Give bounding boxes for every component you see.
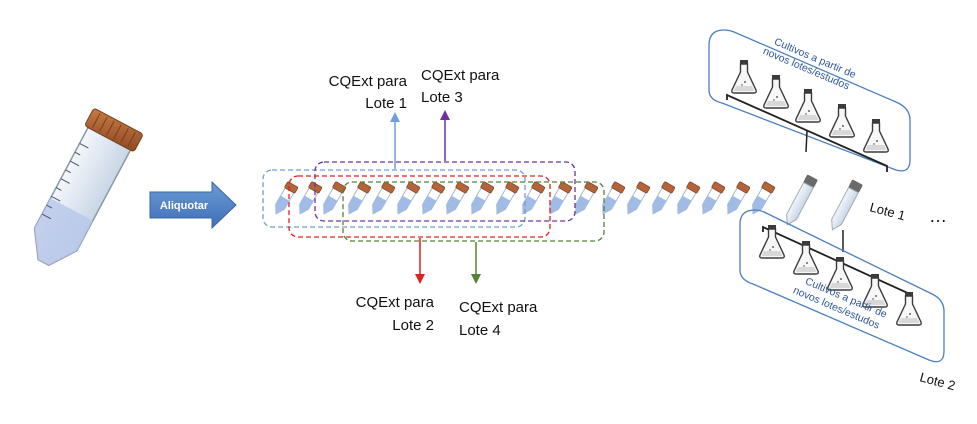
microtube	[367, 180, 396, 218]
ellipsis: …	[929, 206, 947, 226]
cqext-lote-4-line1: CQExt para	[459, 299, 538, 316]
microtube	[294, 180, 323, 218]
cqext-lote-3-line2: Lote 3	[421, 89, 463, 106]
sample-tube-icon	[826, 178, 864, 234]
culture-panel-lote-1: Cultivos a partir de novos lotes/estudos	[708, 29, 911, 172]
microtube	[466, 180, 495, 218]
flask-icon	[829, 103, 855, 138]
selection-box-lote-1	[262, 169, 526, 228]
microtube	[544, 180, 573, 218]
microtube	[647, 180, 676, 218]
cqext-lote-2-line2: Lote 2	[392, 317, 434, 334]
arrow-lote-4	[471, 242, 481, 284]
lote-1-label: Lote 1	[868, 199, 907, 223]
cqext-lote-3-line1: CQExt para	[421, 67, 500, 84]
cqext-lote-1-line1: CQExt para	[329, 73, 408, 90]
flask-icon	[795, 88, 821, 123]
selection-box-lote-2	[288, 175, 551, 238]
arrow-lote-2	[415, 238, 425, 284]
microtube	[417, 180, 446, 218]
cqext-lote-4-line2: Lote 4	[459, 322, 501, 339]
cqext-lote-2-line1: CQExt para	[356, 294, 435, 311]
flask-icon	[863, 118, 889, 153]
arrow-lote-3	[440, 110, 450, 161]
selection-box-lote-4	[342, 181, 605, 242]
microtube	[517, 180, 546, 218]
lote-2-label: Lote 2	[918, 369, 957, 393]
microtube	[392, 180, 421, 218]
microtube	[672, 180, 701, 218]
microtube	[622, 180, 651, 218]
flask-icon	[731, 59, 757, 94]
microtube	[441, 180, 470, 218]
sample-tube-icon	[781, 173, 819, 229]
cqext-lote-1-line2: Lote 1	[365, 95, 407, 112]
microtube	[597, 180, 626, 218]
selection-box-lote-3	[314, 161, 576, 222]
flask-icon	[763, 74, 789, 109]
aliquot-arrow: Aliquotar	[149, 180, 237, 230]
aliquot-arrow-label: Aliquotar	[160, 200, 209, 212]
arrow-lote-1	[390, 112, 400, 169]
microtube	[343, 180, 372, 218]
microtube-row	[270, 180, 776, 218]
microtube	[318, 180, 347, 218]
culture-panel-lote-2: Cultivos a partir de novos lotes/estudos	[739, 209, 945, 363]
microtube	[270, 180, 299, 218]
microtube	[697, 180, 726, 218]
flask-icon	[793, 240, 819, 275]
microtube	[491, 180, 520, 218]
flask-icon	[896, 291, 922, 326]
falcon-tube-icon	[33, 108, 143, 267]
